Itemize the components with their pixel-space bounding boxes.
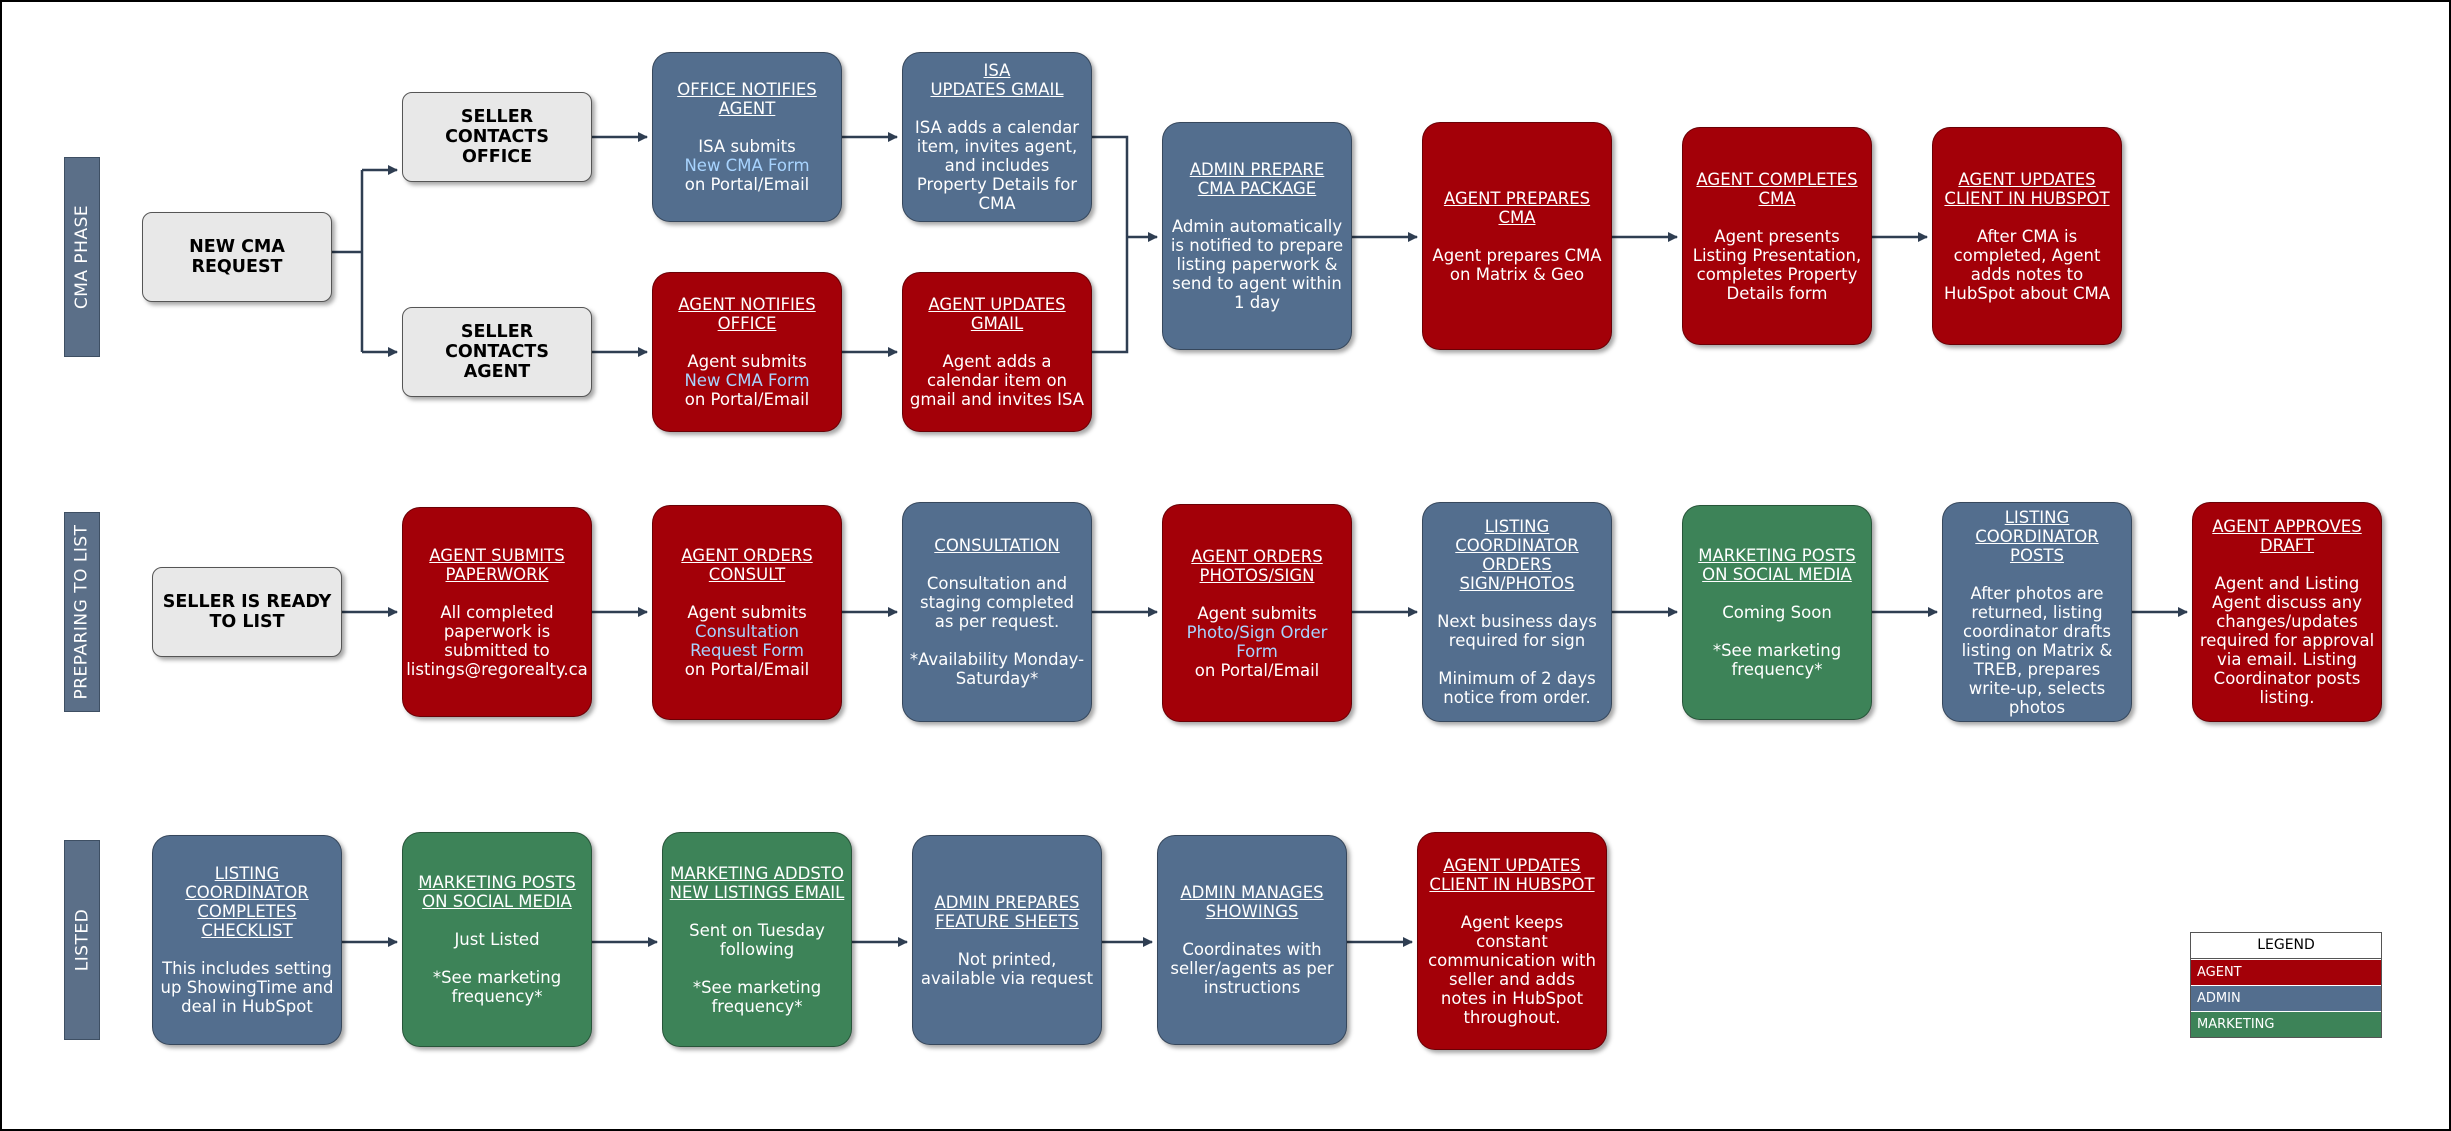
node-seller-ready: SELLER IS READY TO LIST xyxy=(152,567,342,657)
node-body-text: Agent submits xyxy=(687,352,807,371)
node-marketing-posts-just-listed: MARKETING POSTS ON SOCIAL MEDIA Just Lis… xyxy=(402,832,592,1047)
legend-item-marketing: MARKETING xyxy=(2191,1011,2381,1037)
phase-label-preparing: PREPARING TO LIST xyxy=(64,512,100,712)
node-lc-orders-sign-photos: LISTING COORDINATOR ORDERS SIGN/PHOTOS N… xyxy=(1422,502,1612,722)
node-lc-completes-checklist: LISTING COORDINATOR COMPLETES CHECKLIST … xyxy=(152,835,342,1045)
new-cma-form-link[interactable]: New CMA Form xyxy=(684,371,810,390)
legend-item-admin: ADMIN xyxy=(2191,985,2381,1011)
node-body-text: Agent submits xyxy=(1197,603,1317,623)
node-body: ISA adds a calendar item, invites agent,… xyxy=(914,118,1080,213)
node-title: AGENT ORDERS PHOTOS/SIGN xyxy=(1191,546,1323,585)
node-title: SELLER CONTACTS AGENT xyxy=(445,322,549,382)
node-admin-manages-showings: ADMIN MANAGES SHOWINGS Coordinates with … xyxy=(1157,835,1347,1045)
node-marketing-posts-coming-soon: MARKETING POSTS ON SOCIAL MEDIA Coming S… xyxy=(1682,505,1872,720)
node-title: LISTING COORDINATOR COMPLETES CHECKLIST xyxy=(185,864,309,940)
node-title: AGENT SUBMITS PAPERWORK xyxy=(429,545,565,584)
node-lc-posts: LISTING COORDINATOR POSTS After photos a… xyxy=(1942,502,2132,722)
node-body: Admin automatically is notified to prepa… xyxy=(1170,217,1344,312)
node-admin-prepare-cma: ADMIN PREPARE CMA PACKAGE Admin automati… xyxy=(1162,122,1352,350)
node-title: CONSULTATION xyxy=(934,536,1060,555)
node-agent-updates-gmail: AGENT UPDATES GMAIL Agent adds a calenda… xyxy=(902,272,1092,432)
node-title: SELLER IS READY TO LIST xyxy=(162,592,332,632)
node-body-text: Agent submits xyxy=(687,603,807,622)
node-isa-updates-gmail: ISA UPDATES GMAIL ISA adds a calendar it… xyxy=(902,52,1092,222)
node-body-text: on Portal/Email xyxy=(684,660,810,679)
node-title: LISTING COORDINATOR POSTS xyxy=(1975,507,2099,565)
photo-sign-order-form-link[interactable]: Photo/Sign Order Form xyxy=(1186,622,1328,661)
node-body: Coordinates with seller/agents as per in… xyxy=(1170,940,1334,997)
node-title: LISTING COORDINATOR ORDERS SIGN/PHOTOS xyxy=(1455,517,1579,593)
node-title: MARKETING POSTS ON SOCIAL MEDIA xyxy=(418,873,576,911)
node-body: Not printed, available via request xyxy=(920,949,1094,988)
node-body: This includes setting up ShowingTime and… xyxy=(160,959,334,1016)
node-title: AGENT APPROVES DRAFT xyxy=(2212,517,2362,555)
node-body: All completed paperwork is submitted to … xyxy=(406,602,588,679)
node-title: ADMIN PREPARES FEATURE SHEETS xyxy=(934,892,1080,931)
node-title: AGENT PREPARES CMA xyxy=(1443,188,1591,227)
node-body: Next business days required for sign Min… xyxy=(1437,612,1597,707)
node-body: Sent on Tuesday following *See marketing… xyxy=(689,920,825,1016)
node-body: Agent prepares CMA on Matrix & Geo xyxy=(1432,245,1602,284)
node-body: After photos are returned, listing coord… xyxy=(1961,583,2113,717)
phase-label-text: PREPARING TO LIST xyxy=(72,524,93,700)
node-body-text: ISA submits xyxy=(698,137,796,156)
node-agent-completes-cma: AGENT COMPLETES CMA Agent presents Listi… xyxy=(1682,127,1872,345)
node-title: MARKETING POSTS ON SOCIAL MEDIA xyxy=(1698,546,1856,584)
node-body-text: on Portal/Email xyxy=(684,175,810,194)
consultation-request-form-link[interactable]: Consultation Request Form xyxy=(690,622,804,660)
node-title: AGENT UPDATES CLIENT IN HUBSPOT xyxy=(1944,169,2110,208)
legend-item-agent: AGENT xyxy=(2191,959,2381,985)
node-title: NEW CMA REQUEST xyxy=(189,237,285,277)
node-agent-updates-client-throughout: AGENT UPDATES CLIENT IN HUBSPOT Agent ke… xyxy=(1417,832,1607,1050)
node-title: AGENT UPDATES CLIENT IN HUBSPOT xyxy=(1429,855,1595,894)
node-title: AGENT NOTIFIES OFFICE xyxy=(678,295,816,333)
node-seller-contacts-office: SELLER CONTACTS OFFICE xyxy=(402,92,592,182)
node-body: Coming Soon *See marketing frequency* xyxy=(1712,603,1842,679)
node-body: Consultation and staging completed as pe… xyxy=(909,574,1085,688)
node-body: Agent keeps constant communication with … xyxy=(1428,912,1596,1027)
phase-label-text: CMA PHASE xyxy=(72,204,92,310)
node-title: AGENT COMPLETES CMA xyxy=(1696,169,1858,208)
connector-line xyxy=(1092,135,1129,354)
node-body: Agent presents Listing Presentation, com… xyxy=(1692,226,1862,303)
phase-label-text: LISTED xyxy=(72,908,92,972)
node-body: After CMA is completed, Agent adds notes… xyxy=(1944,226,2110,303)
node-body-text: on Portal/Email xyxy=(684,390,810,409)
node-agent-submits-paperwork: AGENT SUBMITS PAPERWORK All completed pa… xyxy=(402,507,592,717)
phase-label-listed: LISTED xyxy=(64,840,100,1040)
node-title: ADMIN PREPARE CMA PACKAGE xyxy=(1189,160,1325,198)
node-admin-feature-sheets: ADMIN PREPARES FEATURE SHEETS Not printe… xyxy=(912,835,1102,1045)
node-title: OFFICE NOTIFIES AGENT xyxy=(677,80,817,118)
legend-title: LEGEND xyxy=(2191,933,2381,959)
node-agent-prepares-cma: AGENT PREPARES CMA Agent prepares CMA on… xyxy=(1422,122,1612,350)
node-title: MARKETING ADDSTO NEW LISTINGS EMAIL xyxy=(669,863,845,902)
node-body: Agent and Listing Agent discuss any chan… xyxy=(2199,574,2375,707)
node-consultation: CONSULTATION Consultation and staging co… xyxy=(902,502,1092,722)
node-title: AGENT ORDERS CONSULT xyxy=(681,546,813,584)
node-agent-updates-client-hubspot: AGENT UPDATES CLIENT IN HUBSPOT After CM… xyxy=(1932,127,2122,345)
legend: LEGEND AGENT ADMIN MARKETING xyxy=(2190,932,2382,1038)
node-marketing-email: MARKETING ADDSTO NEW LISTINGS EMAIL Sent… xyxy=(662,832,852,1047)
phase-label-cma: CMA PHASE xyxy=(64,157,100,357)
node-agent-approves-draft: AGENT APPROVES DRAFT Agent and Listing A… xyxy=(2192,502,2382,722)
node-body-text: on Portal/Email xyxy=(1194,660,1320,680)
node-seller-contacts-agent: SELLER CONTACTS AGENT xyxy=(402,307,592,397)
node-body: Just Listed *See marketing frequency* xyxy=(432,930,562,1006)
node-new-cma-request: NEW CMA REQUEST xyxy=(142,212,332,302)
node-title: ISA UPDATES GMAIL xyxy=(930,61,1064,99)
new-cma-form-link[interactable]: New CMA Form xyxy=(684,156,810,175)
node-title: SELLER CONTACTS OFFICE xyxy=(445,107,549,167)
node-title: ADMIN MANAGES SHOWINGS xyxy=(1180,883,1324,921)
node-title: AGENT UPDATES GMAIL xyxy=(928,295,1066,333)
node-body: Agent adds a calendar item on gmail and … xyxy=(909,352,1085,409)
